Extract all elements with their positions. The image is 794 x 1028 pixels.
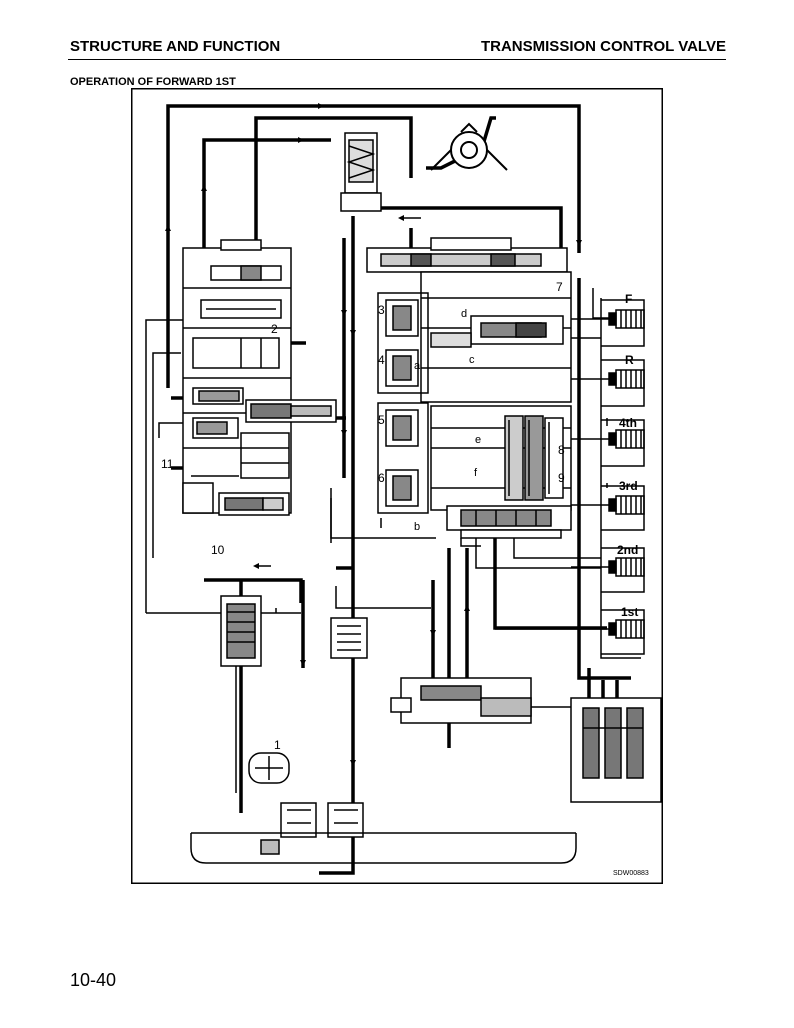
pump-symbol [430,122,508,171]
header-rule [68,59,726,60]
port-a: a [414,360,421,372]
flow-arrows [165,103,582,766]
relief-valve-top [340,132,382,212]
callout-labels: 1 2 3 4 5 6 7 8 9 10 11 [161,280,565,752]
callout-2: 2 [271,322,278,336]
port-f: f [474,467,478,479]
figure-code: SDW00883 [613,870,649,877]
page-number: 10-40 [70,970,117,990]
callout-11: 11 [161,457,174,471]
clutch-packs [495,299,645,655]
port-letters: a b c d e f [414,308,481,533]
callout-7: 7 [556,280,563,294]
callout-8: 8 [558,443,565,457]
lower-components [190,595,662,864]
clutch-label-3rd: 3rd [619,479,638,493]
header-section-name: STRUCTURE AND FUNCTION [70,38,281,55]
port-d: d [461,308,467,320]
clutch-label-forward: F [625,292,632,306]
callout-3: 3 [378,303,385,317]
callout-4: 4 [378,353,385,367]
header-component-name: TRANSMISSION CONTROL VALVE [480,38,726,55]
clutch-labels: F R 4th 3rd 2nd 1st [617,292,638,619]
port-c: c [469,354,475,366]
clutch-label-4th: 4th [619,416,637,430]
callout-10: 10 [211,543,225,557]
clutch-label-1st: 1st [621,605,638,619]
central-valve-body [366,237,572,539]
hydraulic-circuit-diagram: 1 2 3 4 5 6 7 8 9 10 11 a b c d e f F R … [131,88,663,884]
port-b: b [414,521,420,533]
callout-5: 5 [378,413,385,427]
clutch-label-2nd: 2nd [617,543,638,557]
left-valve-body [182,239,337,516]
thin-pilot-lines [145,288,641,793]
callout-6: 6 [378,471,385,485]
callout-1: 1 [274,738,281,752]
section-title: OPERATION OF FORWARD 1ST [70,76,236,88]
clutch-label-reverse: R [625,353,634,367]
callout-9: 9 [558,471,565,485]
port-e: e [475,434,481,446]
ecmv-solenoid-blocks [377,292,429,514]
